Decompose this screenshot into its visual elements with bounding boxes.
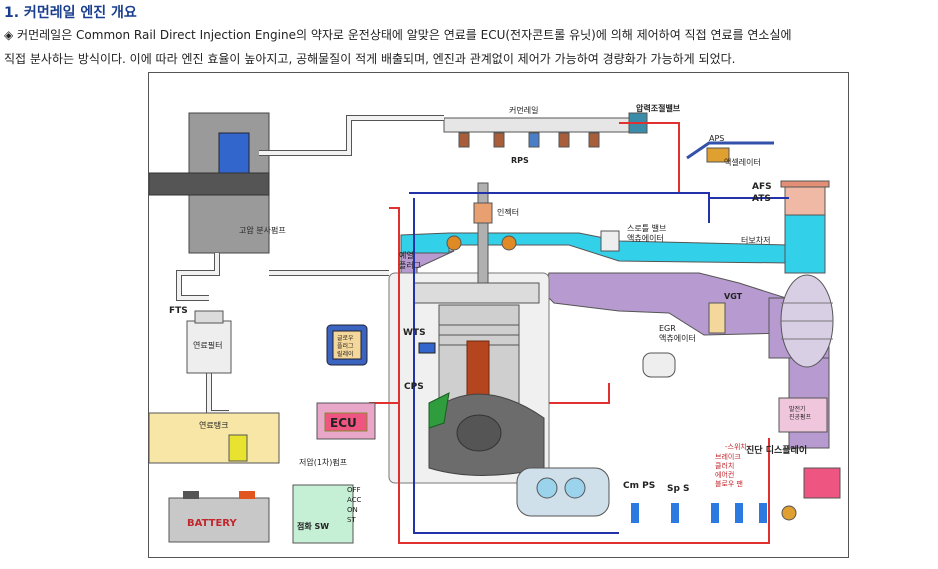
switch-sensors: [631, 503, 797, 523]
sp-s-label: Sp S: [667, 484, 690, 494]
ign-st-label: ST: [347, 516, 356, 524]
glow-label-3: 릴레이: [337, 350, 354, 358]
ign-sw-label: 점화 SW: [297, 521, 329, 531]
vgt-label: VGT: [724, 292, 743, 301]
fuel-filter: [186, 310, 232, 374]
engine-diagram: 터보차저 인젝터 커먼레일 RPS 압력조절밸브 고압 분사펌프: [148, 72, 849, 558]
switch-brake-label: 브레이크: [715, 452, 741, 461]
description-paragraph: ◈ 커먼레일은 Common Rail Direct Injection Eng…: [4, 23, 934, 71]
afs-flange: [780, 180, 830, 188]
pressure-valve-label: 압력조절밸브: [636, 103, 681, 113]
ats-label: ATS: [752, 194, 771, 204]
page-heading: 1. 커먼레일 엔진 개요: [4, 5, 137, 21]
alternator-label-1: 발전기: [789, 405, 806, 413]
switch-clutch-label: 클러치: [715, 461, 734, 470]
fuel-tank-label: 연료탱크: [199, 420, 228, 430]
afs-label: AFS: [752, 182, 772, 192]
wts-label: WTS: [403, 328, 426, 338]
battery: [168, 491, 270, 543]
common-rail-label: 커먼레일: [509, 105, 538, 115]
injector-coil: [473, 202, 493, 224]
cm-ps-label: Cm PS: [623, 481, 655, 491]
fuel-lines: [177, 116, 444, 415]
accel-actuator-label: 액셀레이터: [724, 157, 761, 167]
common-rail: [443, 117, 635, 133]
glow-label-1: 글로우: [337, 335, 354, 342]
ecu-label: ECU: [330, 416, 357, 430]
throttle-valve: [600, 230, 620, 252]
high-pressure-pump: [148, 112, 270, 254]
switch-aircon-label: 에어컨: [715, 470, 734, 479]
intake-to-turbo: [784, 212, 826, 274]
fuel-filter-label: 연료필터: [193, 340, 222, 350]
glow-label-2: 플러그: [337, 342, 354, 350]
glow-plug-relay: [326, 324, 368, 366]
wts-sensor: [418, 342, 436, 354]
alternator-label-2: 진공펌프: [789, 413, 812, 421]
ign-off-label: OFF: [347, 486, 361, 494]
preheat-label-2: 플러그: [399, 261, 421, 270]
turbocharger: [780, 274, 834, 368]
switch-title-label: -스위치-: [725, 442, 750, 451]
intake-valve-cam: [446, 235, 462, 251]
injector-body: [477, 182, 489, 284]
description-line-2: 직접 분사하는 방식이다. 이에 따라 엔진 효율이 높아지고, 공해물질이 적…: [4, 52, 736, 66]
crank-pin: [456, 414, 502, 452]
alternator: [778, 397, 828, 433]
ignition-switch: [292, 484, 354, 544]
throttle-label-1: 스로틀 밸브: [627, 223, 666, 233]
throttle-label-2: 액츄에이터: [627, 233, 664, 243]
battery-label: BATTERY: [187, 518, 237, 529]
blue-signal-wires: [409, 192, 789, 534]
cylinder-head: [413, 282, 540, 304]
fuel-tank: [148, 412, 280, 464]
injector-label: 인젝터: [497, 207, 519, 217]
accelerator-pedal: [686, 141, 774, 163]
cps-sensor: [428, 392, 450, 429]
switch-blower-label: 블로우 팬: [715, 479, 743, 488]
diag-display: [803, 467, 841, 499]
diag-display-label: 진단 디스플레이: [746, 444, 807, 456]
intake-manifold: [400, 232, 790, 264]
lp-pump: [228, 434, 248, 462]
ign-on-label: ON: [347, 506, 358, 514]
lp-pump-label: 저압(1차)펌프: [299, 457, 347, 467]
aps-label: APS: [709, 134, 724, 143]
hp-pump-label: 고압 분사펌프: [239, 225, 286, 235]
cps-label: CPS: [404, 382, 424, 392]
rps-label: RPS: [511, 156, 529, 165]
ecu-module: [316, 402, 376, 440]
turbo-label: 터보차저: [741, 236, 770, 245]
engine-diagram-svg: 터보차저 인젝터 커먼레일 RPS 압력조절밸브 고압 분사펌프: [148, 103, 841, 544]
egr-actuator: [642, 352, 676, 378]
preheat-label-1: 예열: [399, 250, 414, 260]
fts-label: FTS: [169, 306, 188, 316]
exhaust-valve-cam: [501, 235, 517, 251]
vgt-actuator: [708, 302, 726, 334]
ign-acc-label: ACC: [347, 496, 362, 504]
rail-injector-connectors: [458, 132, 600, 148]
description-line-1: ◈ 커먼레일은 Common Rail Direct Injection Eng…: [4, 28, 792, 42]
instrument-cluster: [516, 467, 610, 517]
egr-label-2: 액츄에이터: [659, 333, 696, 343]
egr-label-1: EGR: [659, 324, 676, 333]
